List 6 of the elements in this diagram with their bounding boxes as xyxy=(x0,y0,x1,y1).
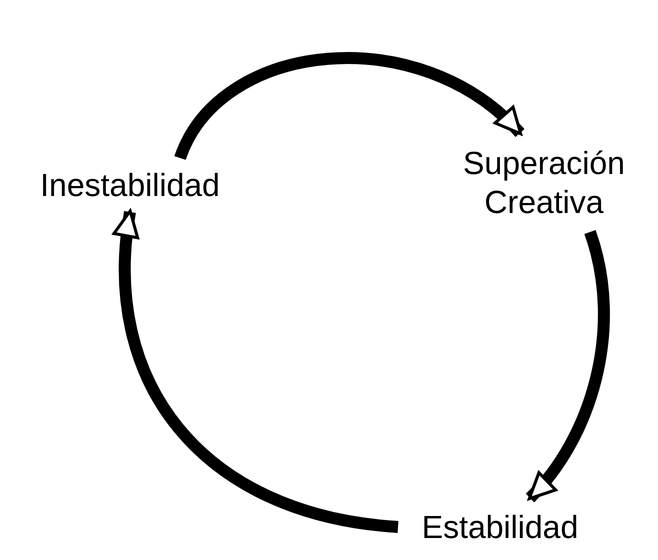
node-label: Inestabilidad xyxy=(10,160,250,210)
node-label: Estabilidad xyxy=(400,500,600,555)
curved-arrow xyxy=(526,230,610,502)
node-label: Superación Creativa xyxy=(430,135,658,230)
curved-arrow xyxy=(114,210,399,533)
curved-arrow xyxy=(174,52,524,161)
